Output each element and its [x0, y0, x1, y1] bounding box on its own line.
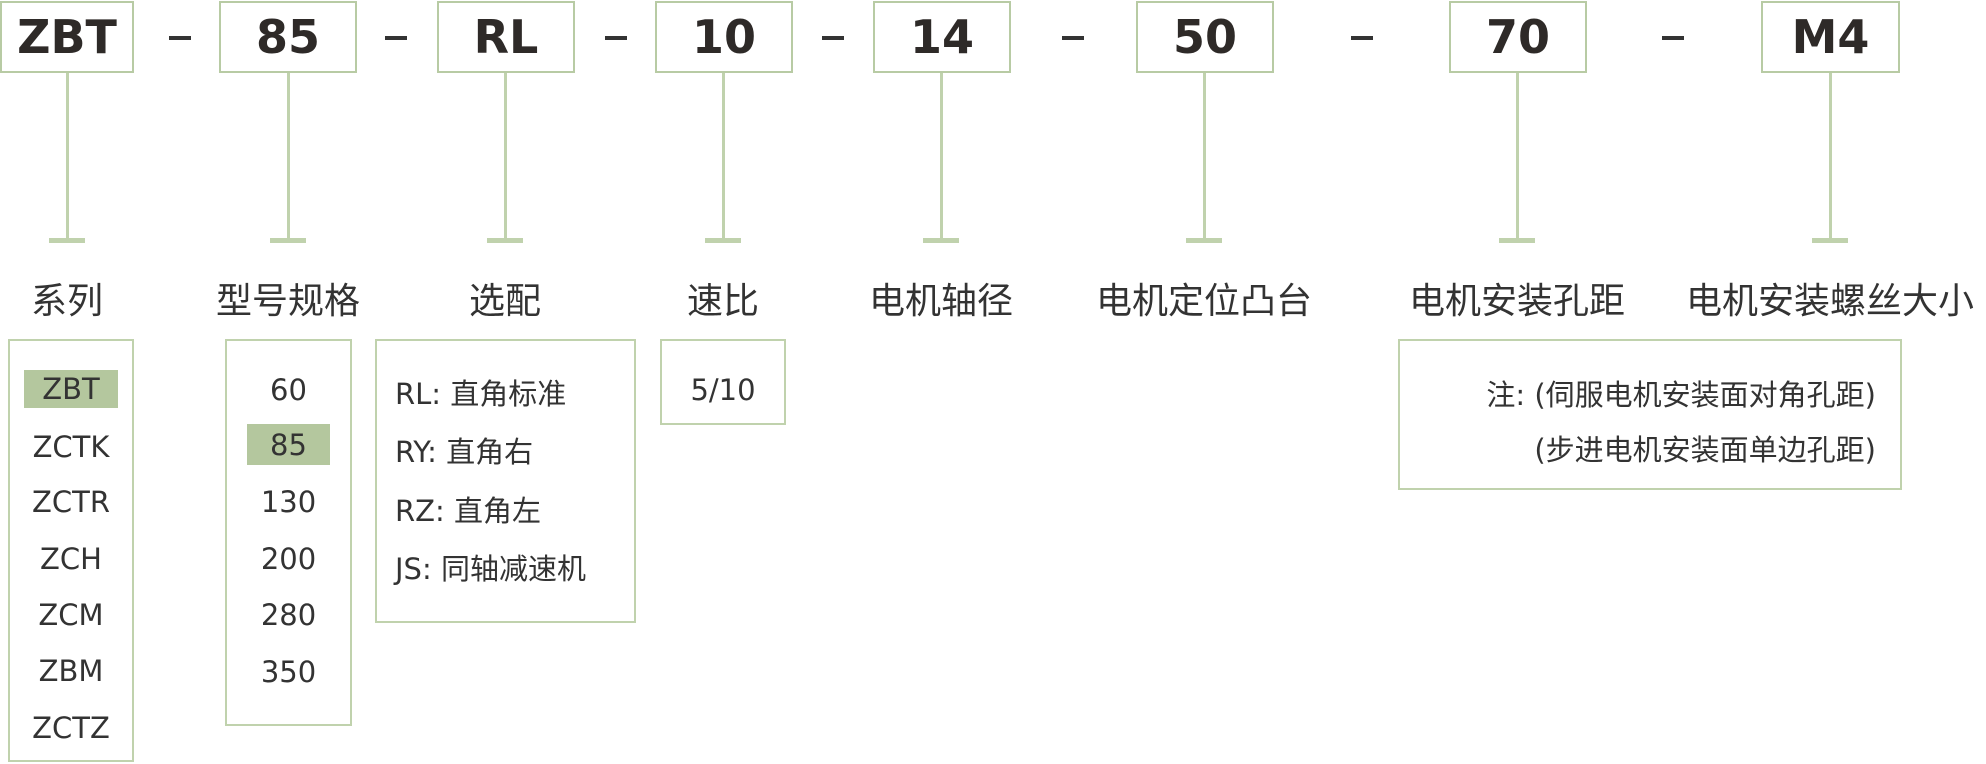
connector-tee [1186, 238, 1222, 243]
label-series: 系列 [30, 281, 104, 322]
label-size: 型号规格 [215, 281, 361, 322]
option-choice: RL: 直角标准 [395, 377, 567, 411]
code-text: 50 [1172, 10, 1237, 64]
series-options-box: ZBT ZCTK ZCTR ZCH ZCM ZBM ZCTZ [8, 339, 134, 762]
code-text: M4 [1791, 10, 1870, 64]
selected-highlight [247, 424, 330, 465]
series-option: ZBT [42, 372, 100, 406]
hole-note-box: 注: (伺服电机安装面对角孔距) (步进电机安装面单边孔距) [1398, 339, 1902, 490]
size-option: 200 [260, 542, 317, 576]
connector-tee [270, 238, 306, 243]
option-choice: JS: 同轴减速机 [395, 552, 586, 586]
series-option: ZCH [40, 542, 102, 576]
size-option: 60 [270, 373, 307, 407]
hole-note-line: (步进电机安装面单边孔距) [1534, 433, 1876, 467]
connector-tee [923, 238, 959, 243]
size-option: 350 [260, 655, 317, 689]
connector-tee [705, 238, 741, 243]
label-ratio: 速比 [686, 281, 760, 322]
series-option: ZBM [38, 654, 104, 688]
connector-tee [1812, 238, 1848, 243]
separator-dash [1351, 36, 1373, 40]
code-text: ZBT [17, 10, 117, 64]
size-option: 280 [260, 598, 317, 632]
label-screw-size: 电机安装螺丝大小 [1685, 281, 1975, 322]
code-box-ratio: 10 [655, 1, 793, 73]
hole-note-line: 注: (伺服电机安装面对角孔距) [1486, 378, 1876, 412]
series-option: ZCM [38, 598, 104, 632]
code-text: 10 [691, 10, 756, 64]
code-box-hole-distance: 70 [1449, 1, 1587, 73]
separator-dash [1062, 36, 1084, 40]
size-option: 85 [270, 428, 307, 462]
series-option: ZCTK [32, 430, 110, 464]
selected-highlight [24, 370, 118, 408]
label-shaft: 电机轴径 [868, 281, 1014, 322]
separator-dash [385, 36, 407, 40]
size-options-box: 60 85 130 200 280 350 [225, 339, 352, 726]
connector-line [722, 73, 725, 241]
code-box-size: 85 [219, 1, 357, 73]
option-choice: RZ: 直角左 [395, 494, 542, 528]
code-box-boss: 50 [1136, 1, 1274, 73]
connector-line [1516, 73, 1519, 241]
code-box-option: RL [437, 1, 575, 73]
connector-line [1203, 73, 1206, 241]
separator-dash [822, 36, 844, 40]
connector-tee [487, 238, 523, 243]
connector-line [504, 73, 507, 241]
separator-dash [1662, 36, 1684, 40]
connector-line [287, 73, 290, 241]
separator-dash [605, 36, 627, 40]
connector-line [66, 73, 69, 241]
label-boss: 电机定位凸台 [1095, 281, 1313, 322]
option-choice: RY: 直角右 [395, 435, 534, 469]
code-box-series: ZBT [0, 1, 134, 73]
series-option: ZCTZ [32, 711, 110, 745]
label-hole-distance: 电机安装孔距 [1408, 281, 1626, 322]
connector-tee [49, 238, 85, 243]
connector-line [940, 73, 943, 241]
code-text: 70 [1485, 10, 1550, 64]
code-text: 85 [255, 10, 320, 64]
code-box-screw-size: M4 [1761, 1, 1900, 73]
connector-line [1829, 73, 1832, 241]
ratio-options-box: 5/10 [660, 339, 786, 425]
connector-tee [1499, 238, 1535, 243]
code-text: 14 [909, 10, 974, 64]
label-option: 选配 [468, 281, 542, 322]
code-text: RL [473, 10, 539, 64]
series-option: ZCTR [32, 485, 110, 519]
option-choices-box: RL: 直角标准 RY: 直角右 RZ: 直角左 JS: 同轴减速机 [375, 339, 636, 623]
size-option: 130 [260, 485, 317, 519]
code-box-shaft: 14 [873, 1, 1011, 73]
ratio-option: 5/10 [690, 373, 756, 407]
separator-dash [169, 36, 191, 40]
